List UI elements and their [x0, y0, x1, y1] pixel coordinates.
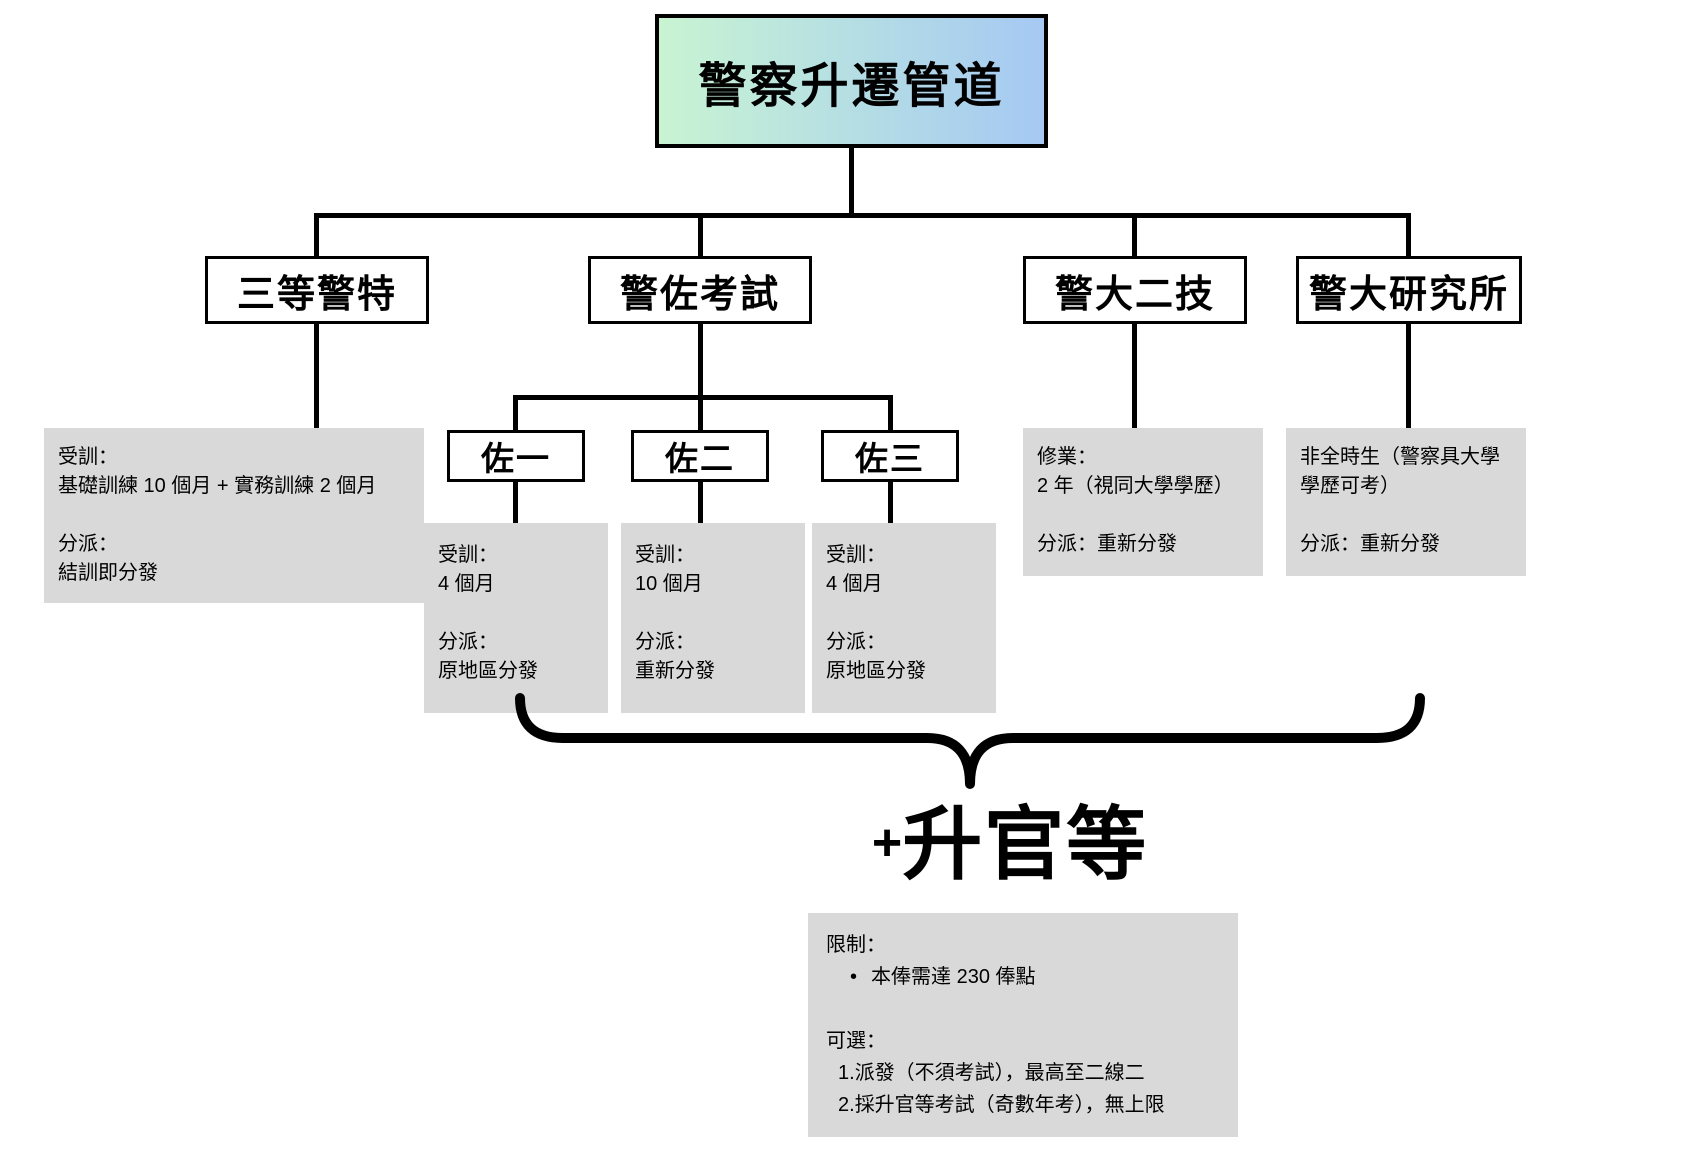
info-line: 分派：	[826, 631, 886, 653]
info-line: 4 個月	[438, 573, 495, 595]
node-zuo3-label: 佐三	[855, 440, 925, 477]
connector-title-drop	[849, 146, 854, 217]
curly-brace-icon	[515, 693, 1425, 789]
spacer-line	[826, 993, 1220, 1025]
node-erji: 警大二技	[1023, 256, 1247, 324]
info-line	[635, 599, 791, 628]
limit-item: • 本俸需達 230 俸點	[826, 961, 1220, 993]
promotion-heading: +升官等	[710, 780, 1310, 896]
promotion-detail-box: 限制： • 本俸需達 230 俸點 可選： 1. 派發（不須考試），最高至二線二…	[808, 913, 1238, 1137]
info-line	[58, 501, 410, 530]
limit-item-text: 本俸需達 230 俸點	[871, 966, 1036, 988]
option-text: 採升官等考試（奇數年考），無上限	[854, 1094, 1165, 1116]
info-line: 分派：	[635, 631, 695, 653]
connector-zuo1-info	[513, 482, 518, 523]
info-line: 結訓即分發	[58, 562, 158, 584]
limit-label: 限制：	[826, 934, 886, 956]
connector-main-horizontal	[314, 213, 1411, 218]
info-line: 原地區分發	[826, 660, 926, 682]
info-line: 非全時生（警察具大學學歷可考）	[1300, 446, 1500, 497]
info-line: 分派：	[58, 533, 118, 555]
option-number: 2.	[838, 1094, 855, 1116]
info-box-zuo1: 受訓： 4 個月 分派： 原地區分發	[424, 523, 608, 713]
connector-jingzuo-sub	[698, 324, 703, 397]
bullet-icon: •	[850, 966, 858, 988]
info-box-erji: 修業： 2 年（視同大學學歷） 分派：重新分發	[1023, 428, 1263, 576]
node-yanjiusuo-label: 警大研究所	[1308, 273, 1509, 316]
promotion-heading-label: 升官等	[902, 800, 1149, 889]
info-line: 10 個月	[635, 573, 703, 595]
info-line: 受訓：	[438, 544, 498, 566]
node-zuo2: 佐二	[631, 430, 769, 482]
connector-drop-santeng	[314, 213, 319, 258]
connector-drop-yanjiusuo	[1406, 213, 1411, 258]
root-title-label: 警察升遷管道	[698, 60, 1005, 113]
root-node-title: 警察升遷管道	[655, 14, 1048, 148]
info-line	[1037, 501, 1249, 530]
info-box-yanjiusuo: 非全時生（警察具大學學歷可考） 分派：重新分發	[1286, 428, 1526, 576]
node-erji-label: 警大二技	[1054, 273, 1215, 316]
info-line: 重新分發	[635, 660, 715, 682]
info-line: 受訓：	[58, 446, 118, 468]
info-line: 分派：	[438, 631, 498, 653]
connector-drop-zuo2	[698, 395, 703, 430]
node-jingzuo-label: 警佐考試	[619, 273, 780, 316]
node-zuo2-label: 佐二	[665, 440, 735, 477]
info-box-zuo3: 受訓： 4 個月 分派： 原地區分發	[812, 523, 996, 713]
connector-zuo2-info	[698, 482, 703, 523]
node-zuo1-label: 佐一	[481, 440, 551, 477]
plus-sign: +	[871, 814, 903, 872]
node-santeng-label: 三等警特	[236, 273, 397, 316]
connector-drop-zuo3	[888, 395, 893, 430]
connector-drop-jingzuo	[698, 213, 703, 258]
info-box-santeng: 受訓： 基礎訓練 10 個月 + 實務訓練 2 個月 分派： 結訓即分發	[44, 428, 424, 603]
info-line: 修業：	[1037, 446, 1097, 468]
info-line	[438, 599, 594, 628]
node-zuo1: 佐一	[447, 430, 585, 482]
option-number: 1.	[838, 1062, 855, 1084]
connector-drop-zuo1	[513, 395, 518, 430]
connector-erji-info	[1132, 324, 1137, 428]
info-line: 2 年（視同大學學歷）	[1037, 475, 1234, 497]
info-line: 基礎訓練 10 個月 + 實務訓練 2 個月	[58, 475, 377, 497]
info-line: 分派：重新分發	[1037, 533, 1177, 555]
node-santeng: 三等警特	[205, 256, 429, 324]
info-line	[826, 599, 982, 628]
info-box-zuo2: 受訓： 10 個月 分派： 重新分發	[621, 523, 805, 713]
connector-santeng-info	[314, 324, 319, 428]
option-item: 2. 採升官等考試（奇數年考），無上限	[826, 1089, 1220, 1121]
info-line: 受訓：	[826, 544, 886, 566]
info-line	[1300, 501, 1512, 530]
connector-zuo3-info	[888, 482, 893, 523]
node-yanjiusuo: 警大研究所	[1296, 256, 1522, 324]
info-line: 分派：重新分發	[1300, 533, 1440, 555]
connector-drop-erji	[1132, 213, 1137, 258]
option-item: 1. 派發（不須考試），最高至二線二	[826, 1057, 1220, 1089]
connector-sub-horizontal	[513, 395, 893, 400]
option-text: 派發（不須考試），最高至二線二	[854, 1062, 1145, 1084]
info-line: 原地區分發	[438, 660, 538, 682]
info-line: 受訓：	[635, 544, 695, 566]
choose-label: 可選：	[826, 1030, 886, 1052]
node-jingzuo: 警佐考試	[588, 256, 812, 324]
connector-yanjiusuo-info	[1406, 324, 1411, 428]
info-line: 4 個月	[826, 573, 883, 595]
node-zuo3: 佐三	[821, 430, 959, 482]
